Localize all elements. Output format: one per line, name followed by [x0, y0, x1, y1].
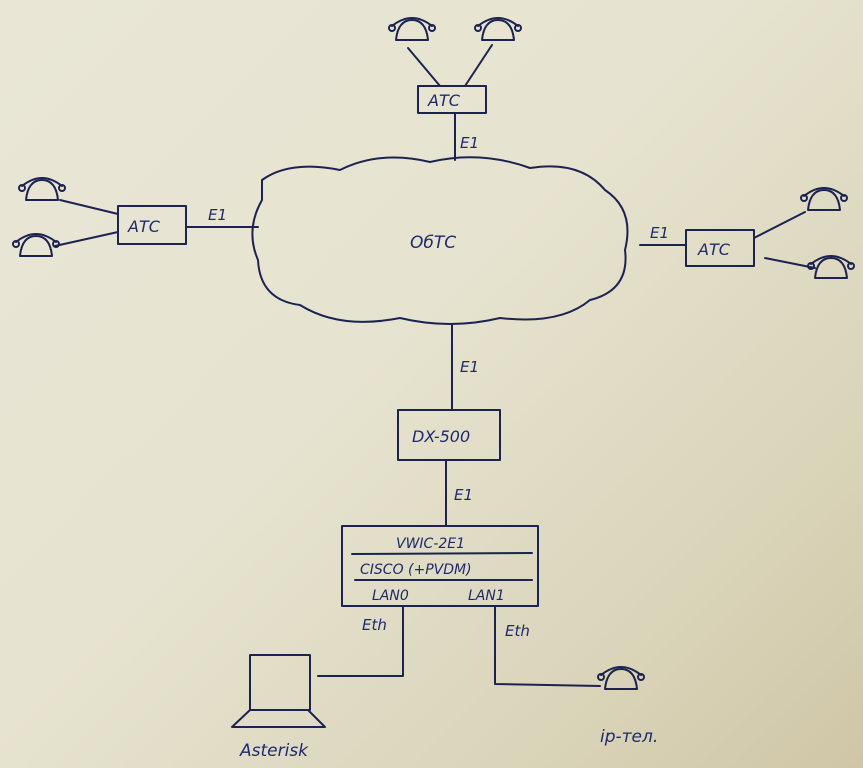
left-e1-label: E1 [208, 206, 227, 224]
router-model-label: CISCO (+PVDM) [360, 562, 472, 578]
dx-uplink-label: E1 [460, 358, 479, 376]
ip-phone-icon [597, 666, 645, 690]
top-exchange-label: АТС [427, 91, 461, 110]
cisco-router-box [341, 525, 539, 607]
right-exchange-label: АТС [697, 240, 731, 259]
left-exchange-box [117, 205, 187, 245]
top-exchange-box [417, 85, 487, 114]
dx500-box [397, 409, 501, 461]
right-eth-label: Eth [505, 622, 530, 640]
cloud-label: ОбТС [410, 233, 456, 253]
right-e1-label: E1 [650, 224, 669, 242]
left-eth-label: Eth [362, 616, 387, 634]
dx-downlink-label: E1 [454, 486, 473, 504]
phone-icon [12, 233, 60, 257]
ip-phone-label: ip-тел. [600, 727, 658, 747]
phone-icon [800, 187, 848, 211]
router-module-label: VWIC-2E1 [396, 536, 465, 552]
phone-icon [474, 17, 522, 41]
phone-icon [388, 17, 436, 41]
dx500-label: DX-500 [412, 427, 470, 446]
network-cloud [251, 156, 629, 325]
top-e1-label: E1 [460, 134, 479, 152]
lan1-label: LAN1 [468, 588, 505, 604]
lan0-label: LAN0 [372, 588, 409, 604]
right-exchange-box [685, 229, 755, 267]
laptop-icon [231, 654, 326, 728]
left-exchange-label: АТС [127, 217, 161, 236]
asterisk-server-label: Asterisk [239, 741, 309, 761]
phone-icon [18, 177, 66, 201]
